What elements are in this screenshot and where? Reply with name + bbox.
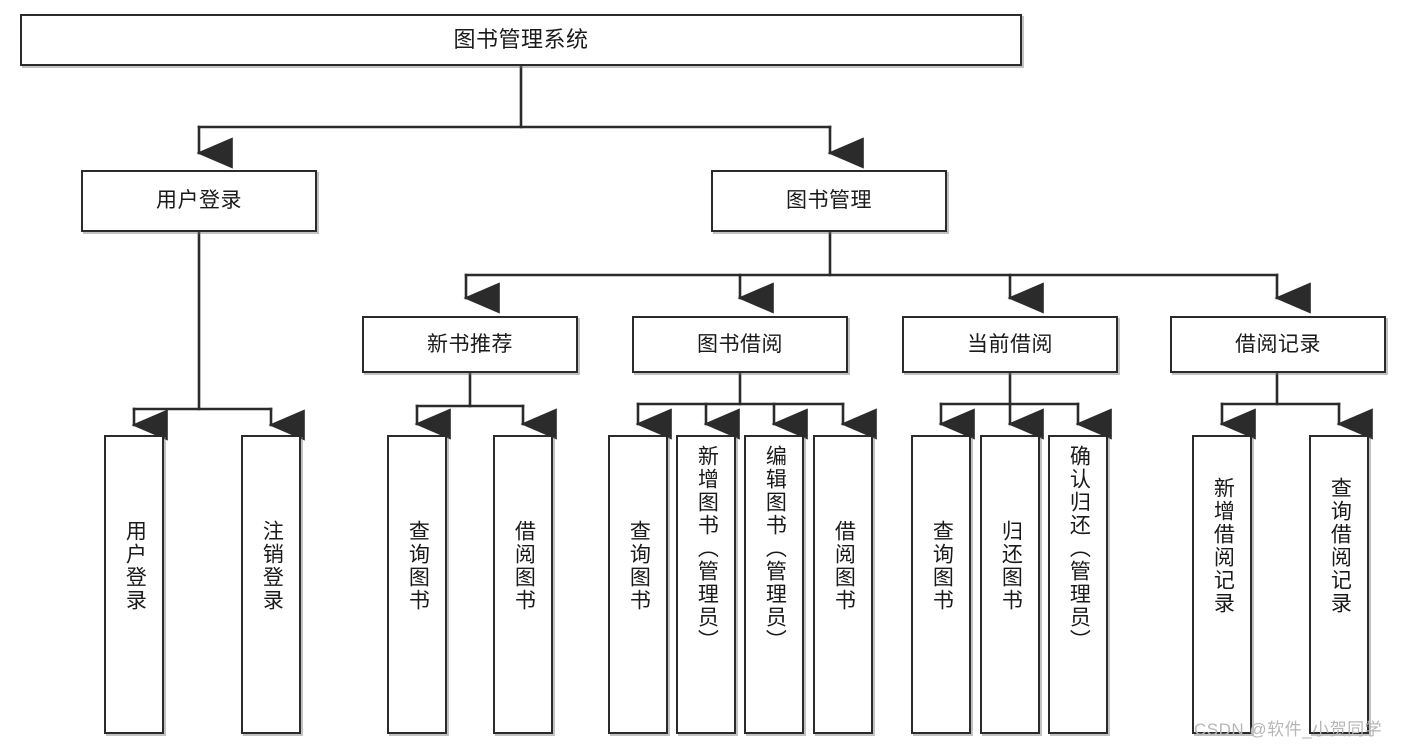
node-label: 新书推荐 xyxy=(427,332,513,356)
node-leaf-add-borrow-record[interactable]: 新增借阅记录 xyxy=(1192,435,1252,734)
node-current-borrowing[interactable]: 当前借阅 xyxy=(902,316,1118,373)
node-leaf-return-book[interactable]: 归还图书 xyxy=(980,435,1040,734)
node-label: 用户登录 xyxy=(123,520,147,612)
node-leaf-query-book-current[interactable]: 查询图书 xyxy=(911,435,971,734)
node-borrowing-record[interactable]: 借阅记录 xyxy=(1170,316,1386,373)
csdn-watermark: CSDN @软件_小贺同学 xyxy=(1194,720,1383,739)
node-new-book-recommendation[interactable]: 新书推荐 xyxy=(362,316,578,373)
node-leaf-borrow-book-recommendation[interactable]: 借阅图书 xyxy=(493,435,553,734)
node-label: 查询图书 xyxy=(627,520,651,612)
node-leaf-confirm-return-admin[interactable]: 确认归还（管理员） xyxy=(1048,435,1108,734)
node-leaf-logout-login[interactable]: 注销登录 xyxy=(241,435,301,734)
node-leaf-edit-book-admin[interactable]: 编辑图书（管理员） xyxy=(744,435,804,734)
node-label: 归还图书 xyxy=(999,520,1023,612)
node-label: 图书管理 xyxy=(786,189,872,213)
node-leaf-user-login[interactable]: 用户登录 xyxy=(104,435,164,734)
node-label: 查询图书 xyxy=(406,520,430,612)
node-label: 编辑图书（管理员） xyxy=(763,445,787,652)
node-leaf-query-book-recommendation[interactable]: 查询图书 xyxy=(387,435,447,734)
node-book-borrowing[interactable]: 图书借阅 xyxy=(632,316,848,373)
node-label: 借阅图书 xyxy=(832,520,856,612)
node-label: 注销登录 xyxy=(260,520,284,612)
node-label: 查询图书 xyxy=(930,520,954,612)
node-leaf-borrow-book-borrowing[interactable]: 借阅图书 xyxy=(813,435,873,734)
node-label: 借阅记录 xyxy=(1235,332,1321,356)
node-label: 新增图书（管理员） xyxy=(695,445,719,652)
node-leaf-query-book-borrowing[interactable]: 查询图书 xyxy=(608,435,668,734)
node-label: 用户登录 xyxy=(156,189,242,213)
node-label: 图书管理系统 xyxy=(453,26,589,52)
node-book-management[interactable]: 图书管理 xyxy=(711,170,947,232)
node-root-book-management-system[interactable]: 图书管理系统 xyxy=(20,14,1022,66)
node-user-login[interactable]: 用户登录 xyxy=(81,170,317,232)
node-label: 图书借阅 xyxy=(697,332,783,356)
node-leaf-query-borrow-record[interactable]: 查询借阅记录 xyxy=(1309,435,1369,734)
node-label: 新增借阅记录 xyxy=(1211,477,1235,615)
node-leaf-add-book-admin[interactable]: 新增图书（管理员） xyxy=(676,435,736,734)
node-label: 借阅图书 xyxy=(512,520,536,612)
node-label: 确认归还（管理员） xyxy=(1067,445,1091,652)
node-label: 查询借阅记录 xyxy=(1328,477,1352,615)
node-label: 当前借阅 xyxy=(967,332,1053,356)
